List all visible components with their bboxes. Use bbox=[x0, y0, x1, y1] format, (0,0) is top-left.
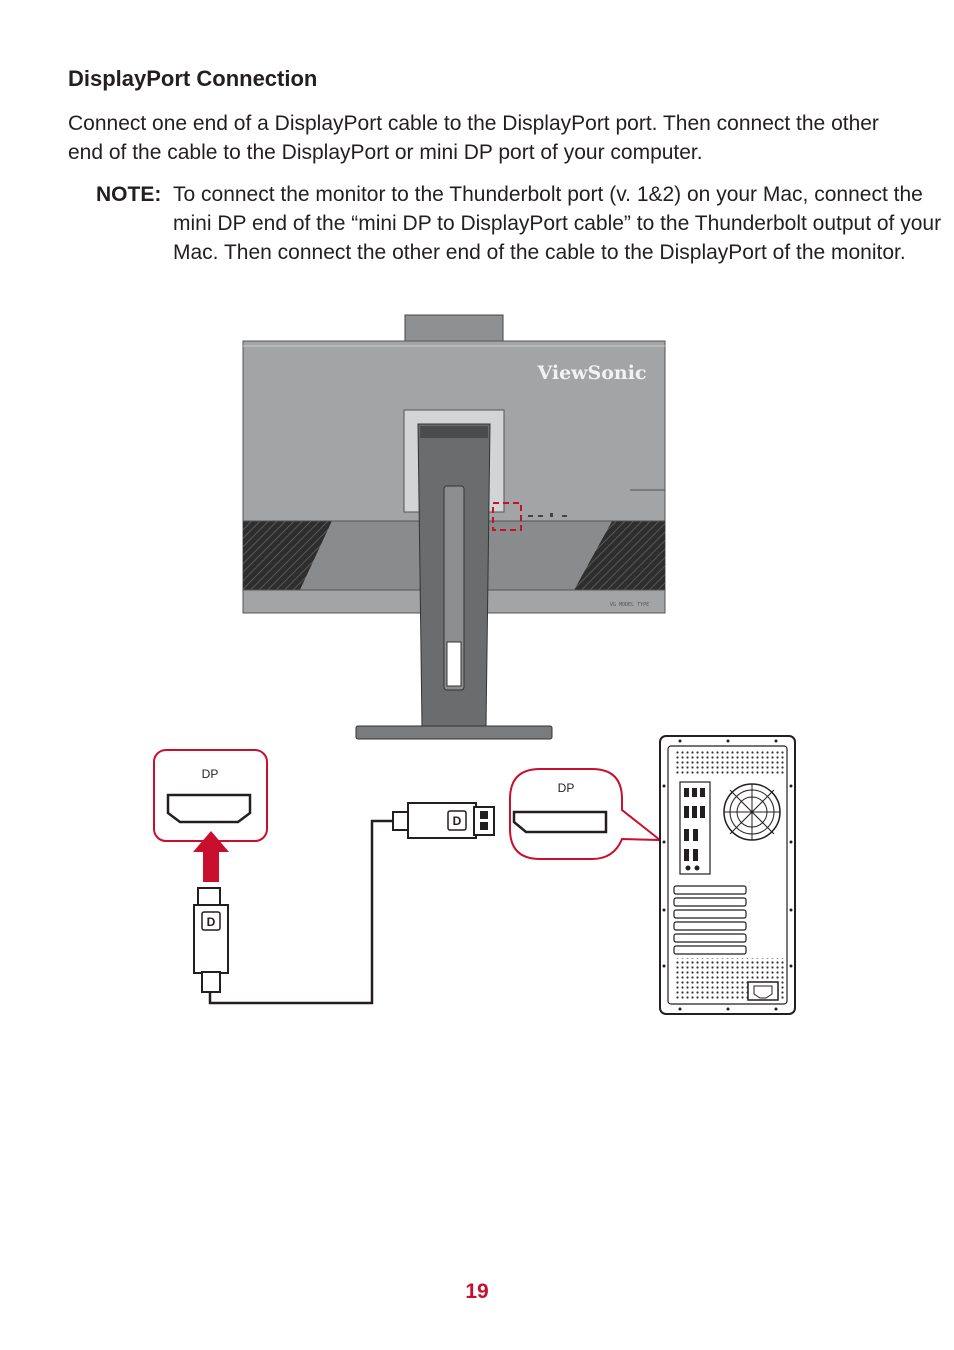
monitor-illustration: VG MODEL TYPE bbox=[242, 314, 666, 740]
connection-diagram: VG MODEL TYPE ViewSonic DP D D DP bbox=[153, 314, 796, 1015]
section-heading: DisplayPort Connection bbox=[68, 66, 318, 91]
monitor-dp-label: DP bbox=[202, 767, 219, 781]
brand-logo: ViewSonic bbox=[536, 362, 646, 384]
note-label: NOTE: bbox=[96, 183, 162, 206]
monitor-dp-callout bbox=[153, 749, 268, 882]
note: NOTE: To connect the monitor to the Thund… bbox=[96, 180, 953, 267]
svg-text:VG MODEL TYPE: VG MODEL TYPE bbox=[610, 602, 649, 608]
note-text: To connect the monitor to the Thunderbol… bbox=[173, 183, 942, 264]
svg-text:D: D bbox=[207, 915, 216, 929]
computer-tower-illustration bbox=[659, 735, 796, 1015]
computer-dp-label: DP bbox=[558, 781, 575, 795]
intro-paragraph: Connect one end of a DisplayPort cable t… bbox=[68, 112, 879, 164]
dp-plug-right: D bbox=[392, 802, 495, 839]
computer-dp-callout bbox=[509, 768, 663, 860]
svg-text:D: D bbox=[453, 814, 462, 828]
dp-plug-left: D bbox=[193, 887, 229, 993]
page-number: 19 bbox=[465, 1280, 489, 1303]
